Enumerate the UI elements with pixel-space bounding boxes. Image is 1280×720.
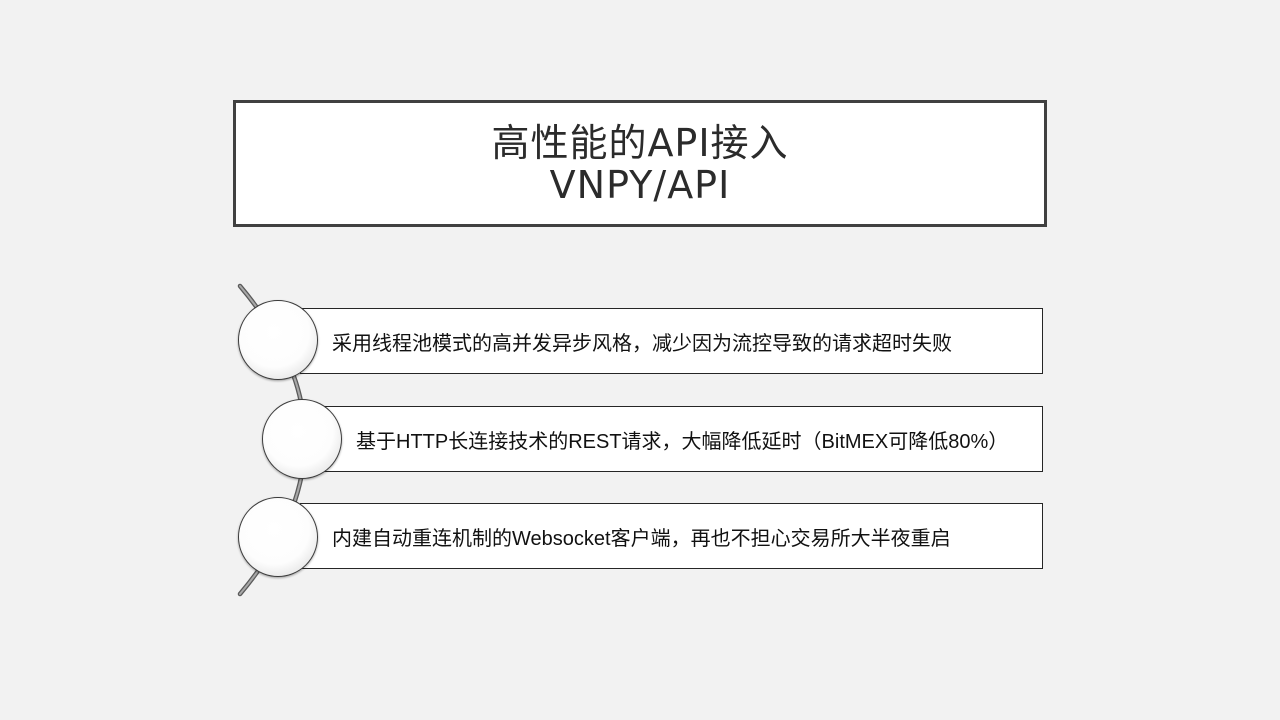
list-item: 采用线程池模式的高并发异步风格，减少因为流控导致的请求超时失败 xyxy=(300,308,1043,374)
circle-bullet-icon xyxy=(262,399,342,479)
circle-bullet-icon xyxy=(238,300,318,380)
list-item: 基于HTTP长连接技术的REST请求，大幅降低延时（BitMEX可降低80%） xyxy=(322,406,1043,472)
slide-title: 高性能的API接入 xyxy=(491,120,789,165)
slide-subtitle: VNPY/API xyxy=(549,162,731,207)
list-item: 内建自动重连机制的Websocket客户端，再也不担心交易所大半夜重启 xyxy=(300,503,1043,569)
title-box: 高性能的API接入 VNPY/API xyxy=(233,100,1047,227)
list-item-text: 内建自动重连机制的Websocket客户端，再也不担心交易所大半夜重启 xyxy=(332,527,951,550)
circle-bullet-icon xyxy=(238,497,318,577)
list-item-text: 基于HTTP长连接技术的REST请求，大幅降低延时（BitMEX可降低80%） xyxy=(356,430,1009,453)
list-item-text: 采用线程池模式的高并发异步风格，减少因为流控导致的请求超时失败 xyxy=(332,332,952,355)
